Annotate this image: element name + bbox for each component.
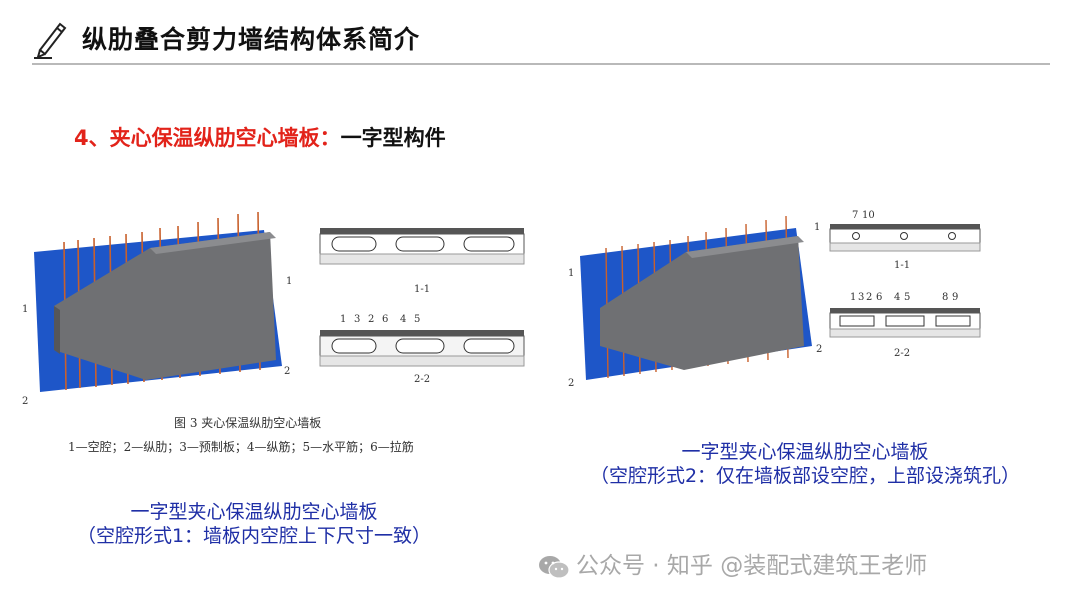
- detail-number: 9: [952, 292, 958, 303]
- section-mark: 1: [22, 304, 28, 315]
- detail-label: 1-1: [894, 260, 910, 271]
- section-detail-1-1: [829, 224, 981, 252]
- figure-legend: 1—空腔；2—纵肋；3—预制板；4—纵筋；5—水平筋；6—拉筋: [68, 440, 414, 454]
- section-detail-2-2: [829, 308, 981, 338]
- concrete-panel-side: [54, 306, 60, 354]
- concrete-panel-top: [150, 232, 276, 254]
- detail-number: 3: [858, 292, 864, 303]
- detail-number: 4: [400, 314, 406, 325]
- detail-label: 1-1: [414, 284, 430, 295]
- section-mark: 1: [568, 268, 574, 279]
- section-title: 4、夹心保温纵肋空心墙板：: [74, 126, 341, 150]
- section-mark: 2: [568, 378, 574, 389]
- detail-number: 6: [876, 292, 882, 303]
- section-mark: 2: [22, 396, 28, 407]
- detail-number: 7: [852, 210, 858, 221]
- caption-left-line2: （空腔形式1：墙板内空腔上下尺寸一致）: [76, 525, 432, 547]
- figure-left: 1 1 2 2 1-1 1 3 2 6 4 5 2-2: [14, 200, 526, 466]
- detail-number: 5: [904, 292, 910, 303]
- detail-number: 1: [340, 314, 346, 325]
- detail-number: 10: [862, 210, 875, 221]
- detail-label: 2-2: [414, 374, 430, 385]
- section-mark: 2: [284, 366, 290, 377]
- caption-right-line2: （空腔形式2：仅在墙板部设空腔，上部设浇筑孔）: [589, 465, 1021, 487]
- caption-right: 一字型夹心保温纵肋空心墙板 （空腔形式2：仅在墙板部设空腔，上部设浇筑孔）: [560, 440, 1050, 488]
- pencil-icon: [34, 22, 67, 59]
- watermark: 公众号 · 知乎 @装配式建筑王老师: [538, 546, 927, 580]
- detail-number: 5: [414, 314, 420, 325]
- detail-label: 2-2: [894, 348, 910, 359]
- wechat-icon: [539, 555, 570, 579]
- concrete-panel: [600, 236, 804, 370]
- caption-right-line1: 一字型夹心保温纵肋空心墙板: [681, 441, 929, 463]
- section-detail-1-1: [319, 228, 525, 265]
- detail-number: 1: [850, 292, 856, 303]
- section-mark: 1: [286, 276, 292, 287]
- detail-number: 3: [354, 314, 360, 325]
- section-heading: 4、夹心保温纵肋空心墙板：一字型构件: [74, 122, 446, 152]
- page-title: 纵肋叠合剪力墙结构体系简介: [82, 25, 421, 54]
- concrete-panel-top: [686, 236, 804, 258]
- figure-title: 图 3 夹心保温纵肋空心墙板: [174, 416, 322, 430]
- header-divider: [32, 63, 1050, 65]
- detail-number: 6: [382, 314, 388, 325]
- section-detail-2-2: [319, 330, 525, 367]
- detail-number: 4: [894, 292, 900, 303]
- watermark-text: 公众号 · 知乎 @装配式建筑王老师: [576, 553, 928, 579]
- section-mark: 1: [814, 222, 820, 233]
- detail-number: 2: [866, 292, 872, 303]
- figure-right: 1 1 2 2 7 10 1-1 1 3 2 6 4 5 8 9 2-2: [560, 200, 990, 390]
- caption-left: 一字型夹心保温纵肋空心墙板 （空腔形式1：墙板内空腔上下尺寸一致）: [44, 500, 464, 548]
- section-subtitle: 一字型构件: [340, 126, 446, 150]
- caption-left-line1: 一字型夹心保温纵肋空心墙板: [130, 501, 378, 523]
- concrete-panel: [54, 232, 276, 380]
- detail-number: 2: [368, 314, 374, 325]
- section-mark: 2: [816, 344, 822, 355]
- detail-number: 8: [942, 292, 948, 303]
